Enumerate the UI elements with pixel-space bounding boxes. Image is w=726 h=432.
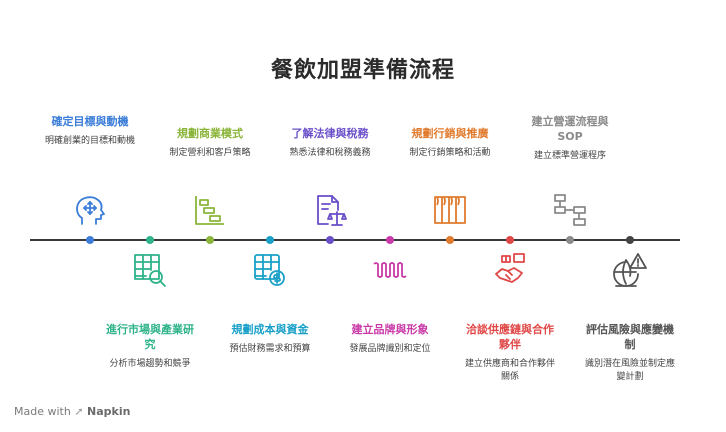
stage-label: 建立營運流程與 SOP (531, 115, 609, 143)
timeline-dot (86, 236, 94, 244)
stage-desc: 發展品牌識別和定位 (349, 344, 431, 354)
stage-desc: 預估財務需求和預算 (229, 344, 311, 354)
timeline-dot (446, 236, 454, 244)
pillars-icon (432, 192, 468, 228)
stage-label: 規劃成本與資金 (231, 323, 309, 336)
stage-marketing: 規劃行銷與推廣 制定行銷策略和活動 (390, 126, 510, 160)
handshake-box-icon (492, 252, 528, 288)
stage-goals: 確定目標與動機 明確創業的目標和動機 (30, 114, 150, 148)
stage-desc: 明確創業的目標和動機 (45, 136, 136, 146)
stage-label: 洽談供應鏈與合作夥伴 (466, 323, 554, 351)
timeline-dot (506, 236, 514, 244)
stage-desc: 識別潛在風險並制定應變計劃 (585, 359, 676, 382)
made-with-text: Made with (14, 405, 71, 418)
stage-branding: 建立品牌與形象 發展品牌識別和定位 (330, 322, 450, 356)
stage-desc: 制定行銷策略和活動 (409, 148, 491, 158)
head-arrows-icon (72, 192, 108, 228)
stage-cost-funding: 規劃成本與資金 預估財務需求和預算 (210, 322, 330, 356)
stage-legal-tax: 了解法律與稅務 熟悉法律和稅務義務 (270, 126, 390, 160)
stage-label: 規劃商業模式 (177, 127, 243, 140)
stage-label: 確定目標與動機 (51, 115, 129, 128)
timeline-dot (566, 236, 574, 244)
stage-label: 進行市場與產業研究 (106, 323, 194, 351)
stage-market-research: 進行市場與產業研究 分析市場趨勢和競爭 (90, 322, 210, 371)
stage-desc: 分析市場趨勢和競爭 (109, 359, 191, 369)
stage-label: 規劃行銷與推廣 (411, 127, 489, 140)
stage-desc: 建立供應商和合作夥伴關係 (465, 359, 556, 382)
wave-brand-icon (372, 252, 408, 288)
stage-desc: 熟悉法律和稅務義務 (289, 148, 371, 158)
stage-business-model: 規劃商業模式 制定營利和客戶策略 (150, 126, 270, 160)
napkin-logo-icon: ➚ (74, 405, 84, 418)
timeline-dot (386, 236, 394, 244)
timeline-dot (266, 236, 274, 244)
stage-sop: 建立營運流程與 SOP 建立標準營運程序 (510, 114, 630, 163)
stage-supply-chain: 洽談供應鏈與合作夥伴 建立供應商和合作夥伴關係 (450, 322, 570, 384)
timeline-dot (626, 236, 634, 244)
spreadsheet-search-icon (132, 252, 168, 288)
stage-desc: 建立標準營運程序 (533, 151, 606, 161)
stage-risk: 評估風險與應變機制 識別潛在風險並制定應變計劃 (570, 322, 690, 384)
timeline-dot (326, 236, 334, 244)
bar-chart-icon (192, 192, 228, 228)
timeline-dot (206, 236, 214, 244)
stage-label: 了解法律與稅務 (291, 127, 369, 140)
legal-scale-icon (312, 192, 348, 228)
stage-desc: 制定營利和客戶策略 (169, 148, 251, 158)
stage-label: 建立品牌與形象 (351, 323, 429, 336)
brand-name: Napkin (87, 405, 131, 418)
spreadsheet-dollar-icon (252, 252, 288, 288)
footer-credit: Made with ➚ Napkin (14, 405, 130, 418)
flowchart-icon (552, 192, 588, 228)
stage-label: 評估風險與應變機制 (586, 323, 674, 351)
timeline-dot (146, 236, 154, 244)
globe-warning-icon (612, 252, 648, 288)
timeline-axis (30, 239, 680, 241)
page-title: 餐飲加盟準備流程 (270, 58, 455, 83)
